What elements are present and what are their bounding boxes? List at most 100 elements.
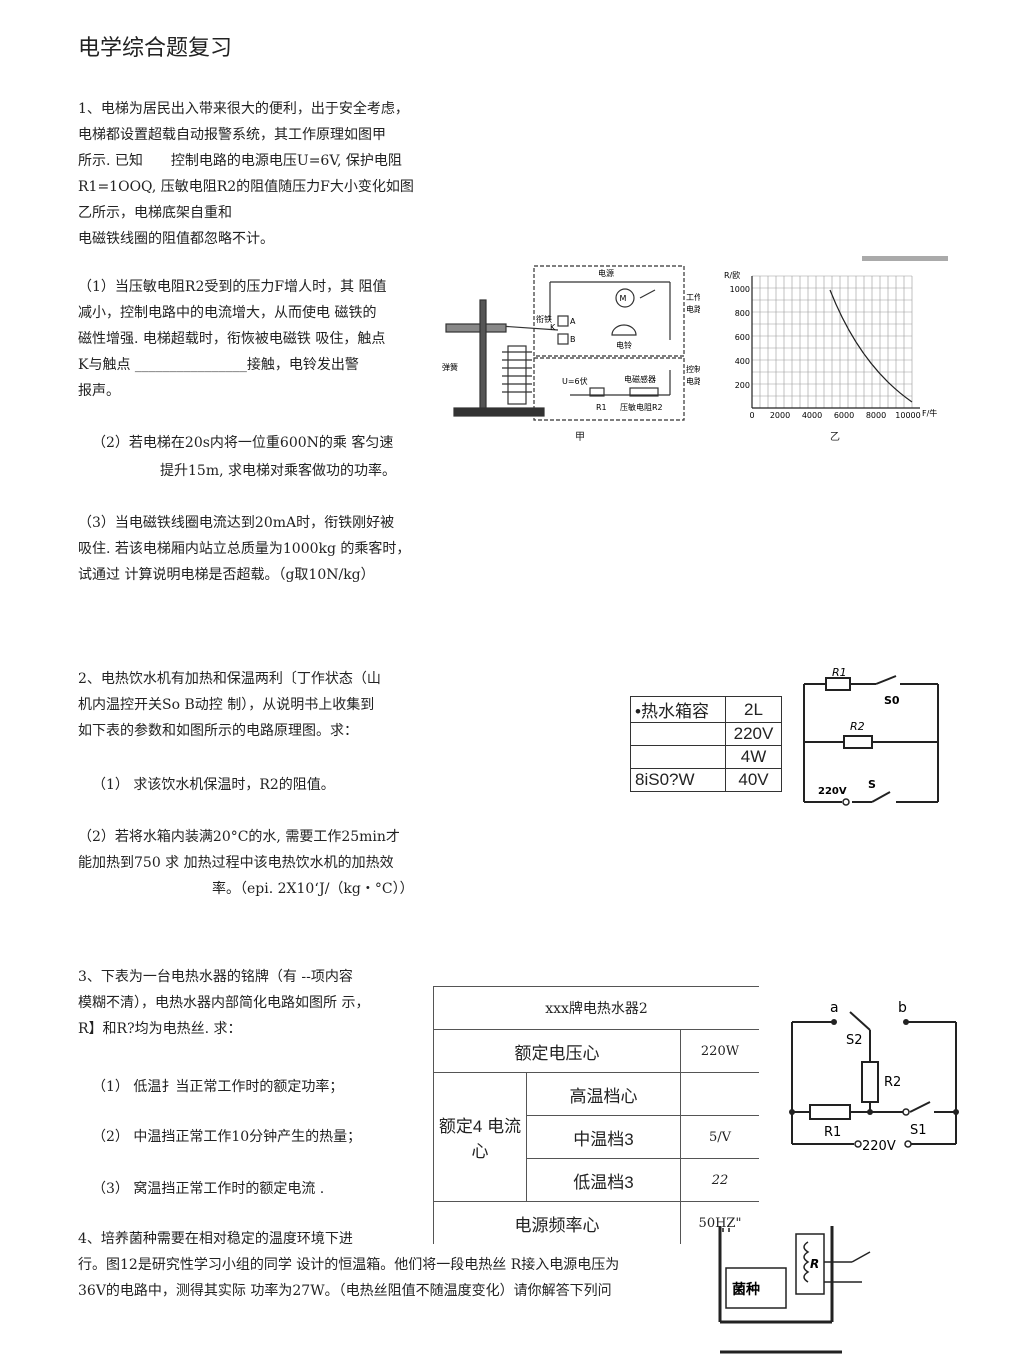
table-header-text: xxx牌电热水器2 bbox=[545, 1001, 648, 1017]
table-row: 电源频率心 50HZ" bbox=[433, 1201, 759, 1244]
fig-a-label: M bbox=[620, 294, 627, 303]
q2-sub2-line: 能加热到750 求 加热过程中该电热饮水机的加热效 bbox=[78, 855, 394, 871]
q3-circuit-diagram: a b S2 R2 R1 S1 220V bbox=[789, 1000, 959, 1154]
fig-a-label: 电磁感器 bbox=[624, 374, 656, 384]
table-cell: 5/V bbox=[680, 1115, 759, 1159]
graph-ylabel: R/欧 bbox=[724, 270, 740, 280]
elevator-circuit-figure: 电源 M 工作 电路 控制 电路 衔铁 电铃 弹簧 U=6伏 电磁感器 R1 压… bbox=[442, 265, 700, 421]
incubator-figure: 菌种 R bbox=[718, 1226, 871, 1354]
q2-param-table: •热水箱容 2L 220V 4W 8iS0?W 40V bbox=[630, 696, 782, 792]
table-row: 中温档3 5/V bbox=[434, 1115, 759, 1159]
resistance-force-graph: R/欧 F/牛 1000 800 600 400 200 0 2000 4000… bbox=[724, 256, 948, 420]
fig-a-label: R1 bbox=[596, 403, 607, 412]
circuit-label: S bbox=[868, 778, 876, 791]
table-row: •热水箱容 2L bbox=[630, 696, 782, 723]
circuit-label: 220V bbox=[862, 1139, 896, 1154]
table-row: 低温档3 22 bbox=[434, 1158, 759, 1202]
fig-a-label: 压敏电阻R2 bbox=[620, 402, 663, 412]
fig-b-caption: 乙 bbox=[830, 432, 840, 443]
graph-xtick: 6000 bbox=[834, 411, 854, 420]
graph-ytick: 400 bbox=[735, 357, 750, 366]
q3-line: 3、下表为一台电热水器的铭牌（有 --项内容 bbox=[78, 969, 353, 985]
table-cell: 22 bbox=[680, 1158, 759, 1202]
table-row: xxx牌电热水器2 bbox=[433, 986, 759, 1030]
q3-line: 模糊不清），电热水器内部简化电路如图所 示， bbox=[78, 995, 370, 1011]
q4-line: 4、培养菌种需要在相对稳定的温度环境下进 bbox=[78, 1231, 353, 1247]
graph-xtick: 2000 bbox=[770, 411, 790, 420]
circuit-label: S2 bbox=[846, 1033, 863, 1048]
q3-nameplate-table: xxx牌电热水器2 额定电压心 220W 额定4 电流心 高温档心 中温档3 5… bbox=[433, 986, 759, 1244]
q1-sub1-line: （1）当压敏电阻R2受到的压力F增人时，其 阻值 bbox=[78, 279, 387, 295]
graph-xlabel: F/牛 bbox=[922, 408, 937, 418]
q1-line: 1、电梯为居民出入带来很大的便利，出于安全考虑， bbox=[78, 101, 409, 117]
q2-circuit-diagram: R1 R2 S0 S 220V bbox=[803, 666, 939, 806]
table-row: 4W bbox=[630, 745, 782, 769]
incubator-label: 菌种 bbox=[732, 1281, 760, 1298]
fig-a-label: 电路 bbox=[686, 376, 700, 386]
table-cell: 额定电压心 bbox=[433, 1029, 681, 1073]
table-cell: 额定4 电流心 bbox=[433, 1072, 527, 1202]
q2-line: 机内温控开关So B动控 制），从说明书上收集到 bbox=[78, 697, 375, 713]
q2-line: 2、电热饮水机有加热和保温两利〔丁作状态（山 bbox=[78, 671, 381, 687]
fig-a-label: A bbox=[570, 317, 576, 326]
fig-a-label: 工作 bbox=[686, 292, 700, 302]
graph-ytick: 600 bbox=[735, 333, 750, 342]
circuit-label: b bbox=[898, 1000, 907, 1016]
q4-line: 36V的电路中，测得其实际 功率为27W。（电热丝阻值不随温度变化）请你解答下列… bbox=[78, 1283, 612, 1299]
table-cell: 2L bbox=[725, 696, 782, 723]
fig-a-label: B bbox=[570, 335, 576, 344]
q1-sub3-line: 试通过 计算说明电梯是否超载。（g取10N/kg） bbox=[78, 567, 375, 583]
table-cell: 220V bbox=[725, 722, 782, 746]
fig-a-caption: 甲 bbox=[575, 432, 585, 443]
page-title: 电学综合题复习 bbox=[78, 36, 233, 61]
graph-xtick: 4000 bbox=[802, 411, 822, 420]
table-row: 额定4 电流心 高温档心 bbox=[433, 1072, 759, 1202]
q3-sub: （3） 窝温挡正常工作时的额定电流 . bbox=[92, 1181, 325, 1197]
q2-sub1: （1） 求该饮水机保温时，R2的阻值。 bbox=[92, 777, 335, 793]
fig-a-label: 电铃 bbox=[616, 340, 632, 350]
fig-a-label: 电路 bbox=[686, 304, 700, 314]
q2-text: 2、电热饮水机有加热和保温两利〔丁作状态（山 机内温控开关So B动控 制），从… bbox=[78, 666, 381, 744]
circuit-label: a bbox=[830, 1000, 839, 1016]
table-cell: 220W bbox=[680, 1029, 759, 1073]
table-cell bbox=[680, 1072, 759, 1116]
q1-line: 所示. 已知 控制电路的电源电压U=6V, 保护电阻 bbox=[78, 153, 402, 169]
q2-sub2-line: （2）若将水箱内装满20°C的水, 需要工作25min才 bbox=[78, 829, 400, 845]
q1-text: 1、电梯为居民出入带来很大的便利，出于安全考虑， 电梯都设置超载自动报警系统，其… bbox=[78, 96, 414, 252]
graph-ytick: 800 bbox=[735, 309, 750, 318]
heater-label: R bbox=[810, 1257, 819, 1271]
table-cell bbox=[630, 745, 726, 769]
table-row: 220V bbox=[630, 722, 782, 746]
circuit-label: S0 bbox=[884, 694, 900, 707]
q3-text: 3、下表为一台电热水器的铭牌（有 --项内容 模糊不清），电热水器内部简化电路如… bbox=[78, 964, 369, 1042]
table-cell: 4W bbox=[725, 745, 782, 769]
q1-sub3-line: （3）当电磁铁线圈电流达到20mA时，衔铁刚好被 bbox=[78, 515, 395, 531]
q1-line: 电磁铁线圈的阻值都忽略不计。 bbox=[78, 231, 274, 247]
circuit-label: R1 bbox=[824, 1125, 841, 1140]
graph-xtick: 10000 bbox=[895, 411, 920, 420]
fig-a-label: K bbox=[550, 323, 556, 332]
graph-xtick: 8000 bbox=[866, 411, 886, 420]
table-cell: 电源频率心 bbox=[433, 1201, 681, 1244]
q1-sub1-line: 磁性增强. 电梯超载时，衔恢被电磁铁 吸住，触点 bbox=[78, 331, 386, 347]
q3-sub: （1） 低温扌当正常工作时的额定功率； bbox=[92, 1079, 344, 1095]
table-cell: 40V bbox=[725, 768, 782, 792]
q1-sub1: （1）当压敏电阻R2受到的压力F增人时，其 阻值 减小，控制电路中的电流增大，从… bbox=[78, 274, 387, 404]
table-cell: 8iS0?W bbox=[630, 768, 726, 792]
q1-line: 乙所示，电梯底架自重和 bbox=[78, 205, 232, 221]
fig-a-label: 控制 bbox=[686, 364, 700, 374]
table-cell: 高温档心 bbox=[526, 1072, 681, 1116]
circuit-label: R1 bbox=[832, 666, 847, 679]
table-cell bbox=[630, 722, 726, 746]
q3-sub: （2） 中温挡正常工作10分钟产生的热量； bbox=[92, 1129, 362, 1145]
q2-sub2-line: 率。（epi. 2X10‘J/（kg・°C）） bbox=[212, 881, 414, 897]
q1-sub1-line: 减小，控制电路中的电流增大，从而使电 磁铁的 bbox=[78, 305, 377, 321]
q1-sub1-line: 报声。 bbox=[78, 383, 120, 399]
table-cell: 中温档3 bbox=[526, 1115, 681, 1159]
table-cell: 低温档3 bbox=[526, 1158, 681, 1202]
circuit-label: R2 bbox=[884, 1075, 901, 1090]
q1-sub3: （3）当电磁铁线圈电流达到20mA时，衔铁刚好被 吸住. 若该电梯厢内站立总质量… bbox=[78, 510, 410, 588]
q1-sub1-line: K与触点 ________________接触，电铃发出警 bbox=[78, 357, 359, 373]
fig-a-label: 弹簧 bbox=[442, 362, 458, 372]
q1-sub2-line: （2）若电梯在20s内将一位重600N的乘 客匀速 bbox=[92, 435, 394, 451]
